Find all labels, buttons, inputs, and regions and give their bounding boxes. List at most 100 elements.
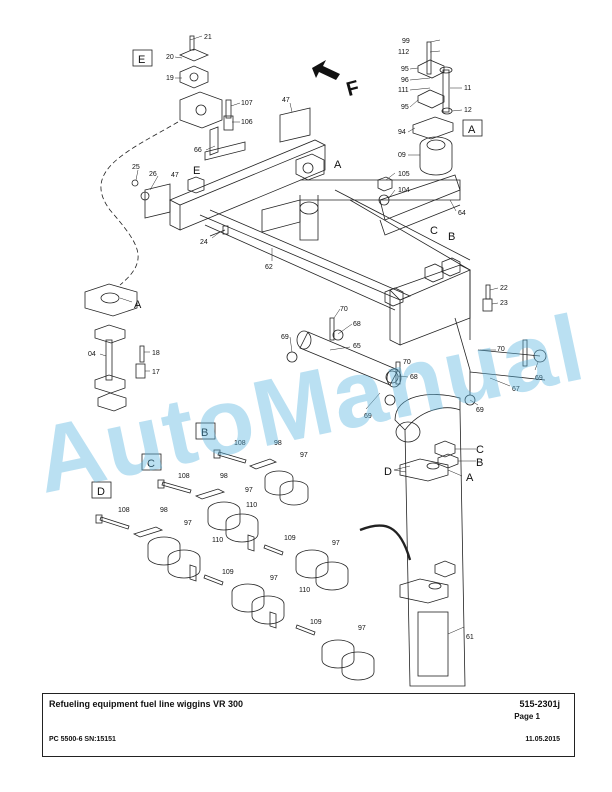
part-label-21: 21 (204, 34, 212, 41)
part-label-70-b: 70 (403, 359, 411, 366)
clamp-a-mid (131, 153, 325, 237)
document-date: 11.05.2015 (525, 736, 560, 743)
part-label-24: 24 (200, 239, 208, 246)
part-label-67: 67 (512, 386, 520, 393)
view-letter-b: B (201, 427, 208, 439)
part-label-98-b: 98 (220, 473, 228, 480)
direction-arrow (312, 60, 340, 80)
part-label-66: 66 (194, 147, 202, 154)
clamp-bc-frame (384, 257, 461, 307)
part-label-61: 61 (466, 634, 474, 641)
part-label-98-a: 98 (274, 440, 282, 447)
part-label-62: 62 (265, 264, 273, 271)
view-letter-e: E (138, 54, 145, 66)
detail-letter-a-lower: A (466, 472, 474, 484)
detail-letter-a-left: A (134, 299, 142, 311)
part-label-97-b: 97 (245, 487, 253, 494)
detail-letter-b-top: B (448, 231, 455, 243)
part-label-108-b: 108 (178, 473, 190, 480)
clamp-kit-b (213, 449, 309, 506)
part-label-20: 20 (166, 54, 174, 61)
part-label-17: 17 (152, 369, 160, 376)
part-label-106: 106 (241, 119, 253, 126)
main-frame (144, 107, 471, 395)
part-label-65: 65 (353, 343, 361, 350)
part-label-69-d: 69 (535, 375, 543, 382)
part-label-25: 25 (132, 164, 140, 171)
detail-letter-e: E (193, 165, 200, 177)
part-label-69-c: 69 (476, 407, 484, 414)
leader-lines (99, 35, 539, 635)
part-label-110-b: 110 (212, 537, 223, 544)
view-box-d (91, 481, 112, 499)
detail-letter-b-low: B (476, 457, 483, 469)
part-label-97-d: 97 (332, 540, 340, 547)
part-label-64: 64 (458, 210, 466, 217)
part-label-12: 12 (464, 107, 472, 114)
part-label-09: 09 (398, 152, 406, 159)
part-label-22: 22 (500, 285, 508, 292)
view-letter-d: D (97, 486, 105, 498)
view-letter-c: C (147, 458, 155, 470)
part-label-70-c: 70 (497, 346, 505, 353)
part-label-18: 18 (152, 350, 160, 357)
clamp-kit-d (95, 514, 375, 681)
bolt-22-23 (482, 284, 493, 312)
part-label-04: 04 (88, 351, 96, 358)
part-label-69-b: 69 (364, 413, 372, 420)
detail-letter-d-low: D (384, 466, 392, 478)
dashed-cable (100, 121, 179, 286)
document-title: Refueling equipment fuel line wiggins VR… (49, 699, 244, 709)
part-label-109-b: 109 (222, 569, 234, 576)
part-label-97-a: 97 (300, 452, 308, 459)
part-label-108-a: 108 (234, 440, 246, 447)
part-label-99: 99 (402, 38, 410, 45)
part-label-97-f: 97 (358, 625, 366, 632)
page-number: Page 1 (514, 712, 540, 721)
part-label-69-a: 69 (281, 334, 289, 341)
part-label-112: 112 (398, 49, 409, 56)
part-label-109-a: 109 (284, 535, 296, 542)
direction-label: F (344, 77, 361, 101)
part-label-95-a: 95 (401, 66, 409, 73)
clamp-assembly-a-top (377, 41, 454, 206)
detail-letter-c-top: C (430, 225, 438, 237)
view-letter-a: A (468, 124, 476, 136)
part-label-105: 105 (398, 171, 410, 178)
hydraulic-cylinder (286, 317, 547, 406)
clamp-assembly-boom-upper (399, 440, 459, 482)
machine-model: PC 5500-6 SN:15151 (49, 736, 116, 743)
view-box-e (132, 49, 153, 67)
part-label-109-c: 109 (310, 619, 322, 626)
detail-letter-c-low: C (476, 444, 484, 456)
clamp-assembly-a-left (84, 283, 146, 412)
part-label-111: 111 (398, 87, 409, 94)
part-label-95-b: 95 (401, 104, 409, 111)
part-label-110-c: 110 (299, 587, 310, 594)
part-label-97-c: 97 (184, 520, 192, 527)
clamp-group-e (178, 35, 246, 161)
part-label-23: 23 (500, 300, 508, 307)
document-number: 515-2301j (519, 699, 560, 709)
part-label-70-a: 70 (340, 306, 348, 313)
title-block: Refueling equipment fuel line wiggins VR… (42, 693, 575, 757)
part-label-104: 104 (398, 187, 410, 194)
part-label-97-e: 97 (270, 575, 278, 582)
view-box-c (141, 453, 162, 471)
part-label-68-a: 68 (353, 321, 361, 328)
part-label-11: 11 (464, 85, 471, 92)
part-label-68-b: 68 (410, 374, 418, 381)
part-label-110-a: 110 (246, 502, 257, 509)
part-label-47-left: 47 (171, 172, 179, 179)
view-box-b (195, 422, 216, 440)
clamp-kit-c (157, 479, 284, 556)
detail-letter-a-mid: A (334, 159, 342, 171)
part-label-47-top: 47 (282, 97, 290, 104)
clamp-assembly-boom-lower (399, 560, 456, 604)
part-label-107: 107 (241, 100, 253, 107)
part-label-26: 26 (149, 171, 157, 178)
view-box-a (462, 119, 483, 137)
part-label-94: 94 (398, 129, 406, 136)
part-label-98-c: 98 (160, 507, 168, 514)
